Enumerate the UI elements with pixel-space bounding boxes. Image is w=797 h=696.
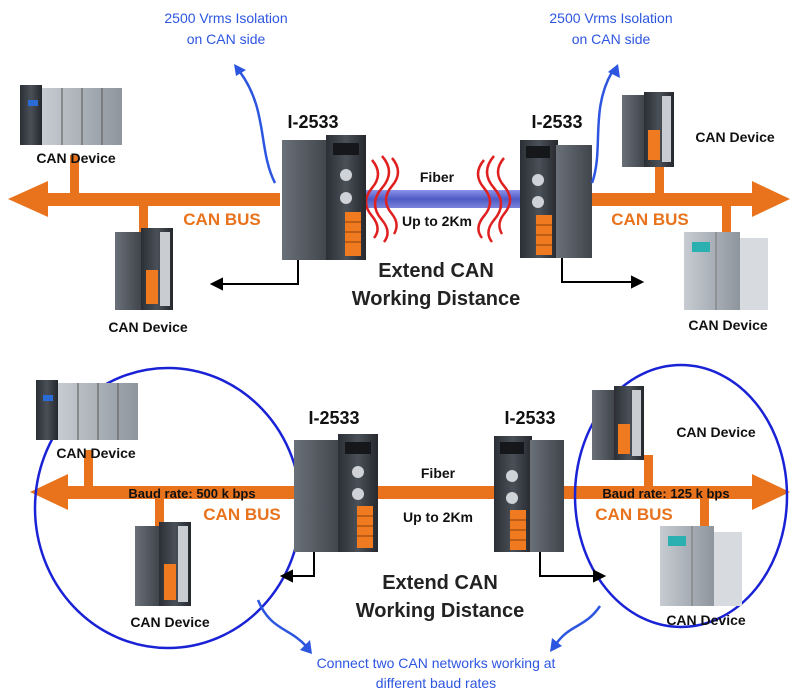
bottom-ground-arrow-right [539,552,607,583]
top-extend-line2: Working Distance [352,288,521,310]
top-device-upper-right [622,92,674,167]
bottom-converter-right [494,436,564,552]
bottom-connect-line1: Connect two CAN networks working at [317,655,556,671]
top-wave-right [476,155,512,243]
top-isolation-left-line1: 2500 Vrms Isolation [164,10,287,26]
top-isolation-arrow-left [234,64,277,184]
bottom-bus-left-label: CAN BUS [203,505,280,524]
top-device-lower-left-label: CAN Device [108,319,188,335]
top-can-bus [8,155,790,234]
bottom-network-circle-right [573,363,789,629]
top-device-upper-left [20,85,122,145]
bottom-converter-left [294,434,378,552]
bottom-connect-arrow-left [256,599,312,654]
top-converter-right-label: I-2533 [531,112,582,132]
bottom-baud-left-label: Baud rate: 500 k bps [128,486,255,501]
top-isolation-right-line2: on CAN side [572,31,651,47]
top-isolation-left-line2: on CAN side [187,31,266,47]
bottom-extend-line1: Extend CAN [382,572,498,594]
top-extend-line1: Extend CAN [378,260,494,282]
bottom-distance-label: Up to 2Km [403,509,473,525]
top-ground-arrow-left [209,260,299,291]
top-bus-left-label: CAN BUS [183,210,260,229]
bottom-bus-right-label: CAN BUS [595,505,672,524]
bottom-fiber-label: Fiber [421,465,456,481]
top-ground-arrow-right [561,258,645,289]
bottom-device-lower-right [660,526,742,606]
bottom-device-upper-right [592,386,644,460]
bottom-baud-right-label: Baud rate: 125 k bps [602,486,729,501]
top-bus-right-label: CAN BUS [611,210,688,229]
bottom-device-lower-left [135,522,191,606]
bottom-device-upper-left [36,380,138,440]
top-section: 2500 Vrms Isolation on CAN side 2500 Vrm… [8,10,790,335]
bottom-device-upper-right-label: CAN Device [676,424,756,440]
bottom-connect-arrow-right [550,605,602,652]
top-device-lower-right-label: CAN Device [688,317,768,333]
top-distance-label: Up to 2Km [402,213,472,229]
bottom-device-lower-left-label: CAN Device [130,614,210,630]
bottom-device-lower-right-label: CAN Device [666,612,746,628]
top-isolation-arrow-right [590,64,620,184]
top-device-upper-right-label: CAN Device [695,129,775,145]
top-device-lower-left [115,228,173,310]
bottom-connect-line2: different baud rates [376,675,496,691]
top-converter-left-label: I-2533 [287,112,338,132]
bottom-extend-line2: Working Distance [356,600,525,622]
bottom-converter-left-label: I-2533 [308,408,359,428]
top-device-upper-left-label: CAN Device [36,150,116,166]
bottom-device-upper-left-label: CAN Device [56,445,136,461]
bottom-ground-arrow-left [279,552,315,583]
bottom-section: I-2533 I-2533 Fiber Up to 2Km Baud rate:… [30,363,790,691]
top-converter-left [282,135,366,260]
top-fiber-label: Fiber [420,169,455,185]
top-converter-right [520,140,592,258]
bottom-converter-right-label: I-2533 [504,408,555,428]
top-isolation-right-line1: 2500 Vrms Isolation [549,10,672,26]
top-device-lower-right [684,232,768,310]
